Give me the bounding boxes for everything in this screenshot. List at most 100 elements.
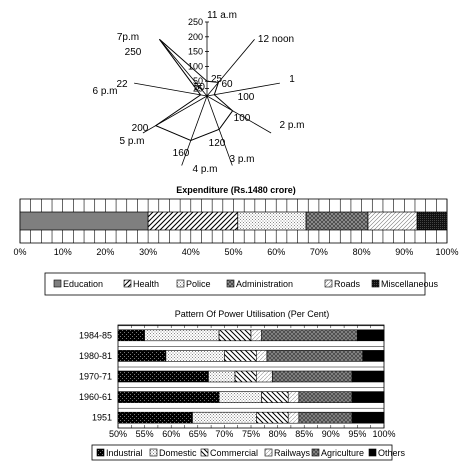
expenditure-legend-swatch — [176, 279, 185, 288]
expenditure-legend — [44, 272, 426, 296]
expenditure-legend-swatch — [371, 279, 380, 288]
radar-value-label: 160 — [173, 148, 190, 159]
power-bar-segment — [218, 329, 252, 342]
expenditure-legend-label: Education — [63, 279, 103, 289]
radar-value-label: 100 — [238, 92, 255, 103]
expenditure-legend-label: Health — [133, 279, 159, 289]
power-bar-segment — [192, 411, 257, 424]
power-bar-segment — [351, 391, 385, 403]
radar-axis-tick-label: 250 — [188, 17, 203, 27]
power-bar-segment — [144, 329, 220, 342]
expenditure-bar-segment — [19, 211, 149, 231]
power-bar-segment — [261, 391, 289, 403]
radar-value-label: 22 — [116, 79, 128, 90]
power-category-label: 1951 — [92, 413, 112, 423]
power-tick-label: 70% — [215, 429, 233, 439]
expenditure-tick-label: 20% — [96, 247, 114, 257]
power-bar-segment — [266, 350, 364, 362]
expenditure-legend-swatch — [226, 279, 235, 288]
expenditure-tick-label: 60% — [267, 247, 285, 257]
power-bar-segment — [287, 391, 300, 403]
expenditure-tick-label: 40% — [182, 247, 200, 257]
power-legend-swatch — [311, 448, 320, 457]
power-tick-label: 50% — [109, 429, 127, 439]
radar-spoke-label: 3 p.m — [229, 154, 254, 165]
radar-axis-tick-label: 150 — [188, 47, 203, 57]
radar-spoke-label: 11 a.m — [207, 10, 237, 21]
power-bar-segment — [208, 370, 236, 383]
expenditure-legend-label: Miscellaneous — [381, 279, 439, 289]
power-legend-swatch — [149, 448, 158, 457]
radar-spoke-label: 7p.m — [117, 32, 139, 43]
radar-spoke — [206, 95, 233, 166]
radar-spoke — [159, 39, 208, 97]
power-tick-label: 90% — [322, 429, 340, 439]
radar-spoke-label: 5 p.m — [119, 136, 144, 147]
radar-spoke-label: 12 noon — [258, 34, 294, 45]
radar-spoke — [206, 39, 255, 97]
power-bar-segment — [287, 411, 300, 424]
expenditure-legend-swatch — [123, 279, 132, 288]
power-bar-segment — [298, 411, 353, 424]
expenditure-tick-label: 80% — [353, 247, 371, 257]
power-tick-label: 85% — [295, 429, 313, 439]
expenditure-tick-label: 100% — [435, 247, 458, 257]
power-tick-label: 55% — [136, 429, 154, 439]
power-legend-swatch — [264, 448, 273, 457]
power-bar-segment — [351, 411, 385, 424]
radar-axis-tick-label: 50 — [193, 76, 203, 86]
radar-spoke — [181, 95, 208, 166]
radar-extra-label: 100 — [234, 113, 251, 124]
expenditure-bar-segment — [305, 211, 369, 231]
power-bar-segment — [117, 370, 209, 383]
power-bar-segment — [261, 329, 358, 342]
power-legend-label: Railways — [274, 448, 311, 458]
power-bar-segment — [362, 350, 385, 362]
radar-spoke-label: 1 — [289, 74, 295, 85]
expenditure-tick-label: 0% — [13, 247, 26, 257]
expenditure-tick-label: 90% — [395, 247, 413, 257]
power-category-label: 1960-61 — [79, 392, 112, 402]
expenditure-legend-label: Police — [186, 279, 211, 289]
power-tick-label: 95% — [348, 429, 366, 439]
expenditure-bar-segment — [237, 211, 307, 231]
power-bar-segment — [256, 411, 289, 424]
radar-spoke-label: 2 p.m — [279, 120, 304, 131]
power-bar-segment — [250, 329, 262, 342]
expenditure-bar-segment — [367, 211, 418, 231]
power-tick-label: 75% — [242, 429, 260, 439]
radar-value-label: 60 — [221, 79, 233, 90]
power-category-label: 1984-85 — [79, 330, 112, 340]
power-bar-segment — [351, 370, 385, 383]
expenditure-tick-label: 30% — [139, 247, 157, 257]
power-bar-segment — [271, 370, 353, 383]
power-bar-segment — [357, 329, 385, 342]
power-tick-label: 80% — [269, 429, 287, 439]
expenditure-title: Expenditure (Rs.1480 crore) — [176, 185, 296, 195]
power-tick-label: 60% — [162, 429, 180, 439]
power-legend-label: Domestic — [159, 448, 197, 458]
radar-value-label: 50 — [194, 82, 206, 93]
power-bar-segment — [117, 391, 220, 403]
radar-spoke — [142, 95, 208, 134]
radar-value-label: 200 — [132, 123, 149, 134]
power-category-label: 1980-81 — [79, 351, 112, 361]
power-legend-label: Agriculture — [321, 448, 364, 458]
power-bar-segment — [256, 370, 273, 383]
expenditure-legend-swatch — [324, 279, 333, 288]
power-tick-label: 100% — [372, 429, 395, 439]
radar-axis-tick-label: 25 — [193, 84, 203, 94]
power-bar-segment — [234, 370, 257, 383]
radar-spoke — [134, 82, 208, 97]
radar-axis-tick-label: 200 — [188, 32, 203, 42]
radar-spoke-label: 6 p.m — [92, 86, 117, 97]
power-legend-label: Others — [378, 448, 406, 458]
power-legend-swatch — [368, 448, 377, 457]
expenditure-legend-swatch — [53, 279, 62, 288]
power-utilisation-chart: Pattern Of Power Utilisation (Per Cent)1… — [79, 309, 406, 461]
expenditure-legend-label: Roads — [334, 279, 361, 289]
power-bar-segment — [165, 350, 225, 362]
expenditure-tick-label: 50% — [224, 247, 242, 257]
radar-series-polygon — [154, 38, 234, 142]
